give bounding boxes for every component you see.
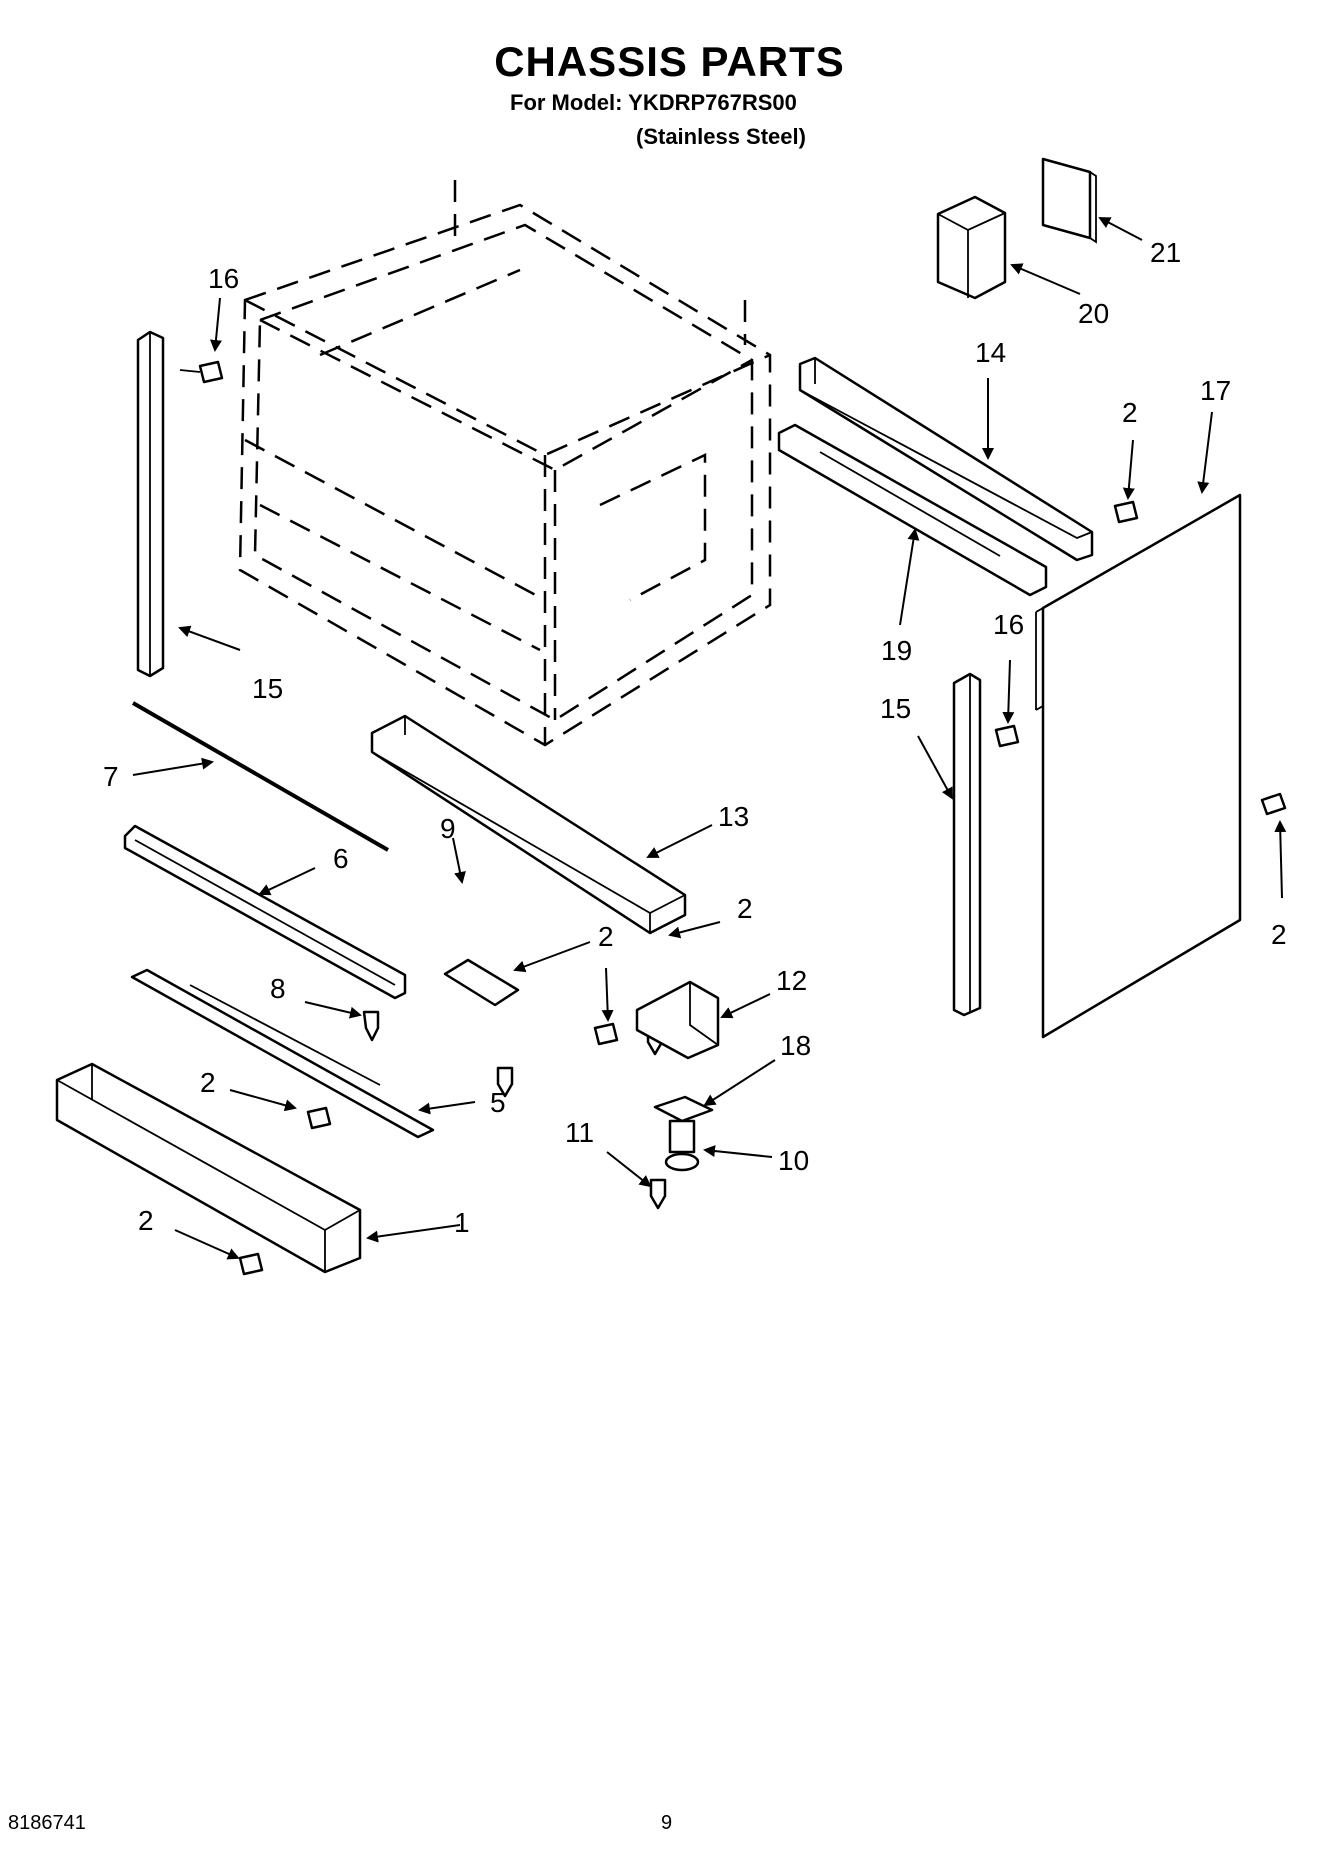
part-13-rail bbox=[370, 714, 687, 935]
part-12-bracket bbox=[635, 980, 720, 1060]
callout-9: 9 bbox=[440, 813, 456, 844]
callout-19: 19 bbox=[881, 635, 912, 666]
document-number: 8186741 bbox=[8, 1812, 86, 1834]
callout-2: 2 bbox=[1271, 919, 1287, 950]
part-10-leveling-leg bbox=[664, 1119, 700, 1172]
callout-2: 2 bbox=[200, 1067, 216, 1098]
part-8-screw bbox=[362, 1010, 380, 1042]
callout-8: 8 bbox=[270, 973, 286, 1004]
part-9-hinge bbox=[443, 958, 520, 1007]
part-18-leg-plate bbox=[653, 1095, 714, 1123]
callout-15: 15 bbox=[252, 673, 283, 704]
part-16-screw-left bbox=[179, 360, 224, 384]
part-2-screw-c bbox=[496, 1066, 514, 1098]
part-19-vent bbox=[777, 423, 1048, 597]
part-2-screw-f bbox=[1113, 500, 1139, 524]
callout-12: 12 bbox=[776, 965, 807, 996]
callout-2: 2 bbox=[737, 893, 753, 924]
callout-21: 21 bbox=[1150, 237, 1181, 268]
callout-17: 17 bbox=[1200, 375, 1231, 406]
callout-2: 2 bbox=[138, 1205, 154, 1236]
part-2-screw-b bbox=[238, 1252, 264, 1276]
callout-labels: 16 15 7 6 8 2 5 2 1 9 13 2 2 12 18 11 10… bbox=[103, 237, 1287, 1238]
part-20-box bbox=[936, 195, 1007, 300]
callout-14: 14 bbox=[975, 337, 1006, 368]
callout-20: 20 bbox=[1078, 298, 1109, 329]
callout-18: 18 bbox=[780, 1030, 811, 1061]
part-17-side-panel bbox=[1035, 493, 1242, 1039]
part-6-bracket bbox=[123, 824, 407, 1000]
callout-16: 16 bbox=[993, 609, 1024, 640]
callout-15: 15 bbox=[880, 693, 911, 724]
callout-2: 2 bbox=[1122, 397, 1138, 428]
part-16-screw-right bbox=[994, 724, 1020, 748]
part-5-plate bbox=[130, 968, 435, 1139]
part-15-left-rail bbox=[136, 330, 165, 678]
page-number: 9 bbox=[661, 1812, 673, 1834]
callout-5: 5 bbox=[490, 1087, 506, 1118]
oven-cabinet-outline bbox=[238, 180, 772, 747]
leader-lines bbox=[132, 217, 1287, 1260]
callout-13: 13 bbox=[718, 801, 749, 832]
callout-6: 6 bbox=[333, 843, 349, 874]
part-1-toe-kick bbox=[55, 1062, 362, 1274]
callout-10: 10 bbox=[778, 1145, 809, 1176]
finish-line: (Stainless Steel) bbox=[636, 124, 806, 149]
part-2-screw-g bbox=[1260, 792, 1287, 816]
part-11-screw bbox=[649, 1178, 667, 1210]
callout-7: 7 bbox=[103, 761, 119, 792]
model-line: For Model: YKDRP767RS00 bbox=[510, 90, 797, 115]
callout-2: 2 bbox=[598, 921, 614, 952]
callout-1: 1 bbox=[454, 1207, 470, 1238]
part-7-rod bbox=[132, 701, 389, 852]
page-title: CHASSIS PARTS bbox=[494, 38, 845, 85]
part-15-right-rail bbox=[952, 672, 982, 1017]
callout-11: 11 bbox=[565, 1117, 594, 1148]
part-21-plate bbox=[1041, 157, 1097, 244]
part-2-screw-e bbox=[593, 1022, 619, 1046]
part-2-screw-a bbox=[306, 1106, 332, 1130]
part-14-bar bbox=[798, 356, 1094, 562]
callout-16: 16 bbox=[208, 263, 239, 294]
